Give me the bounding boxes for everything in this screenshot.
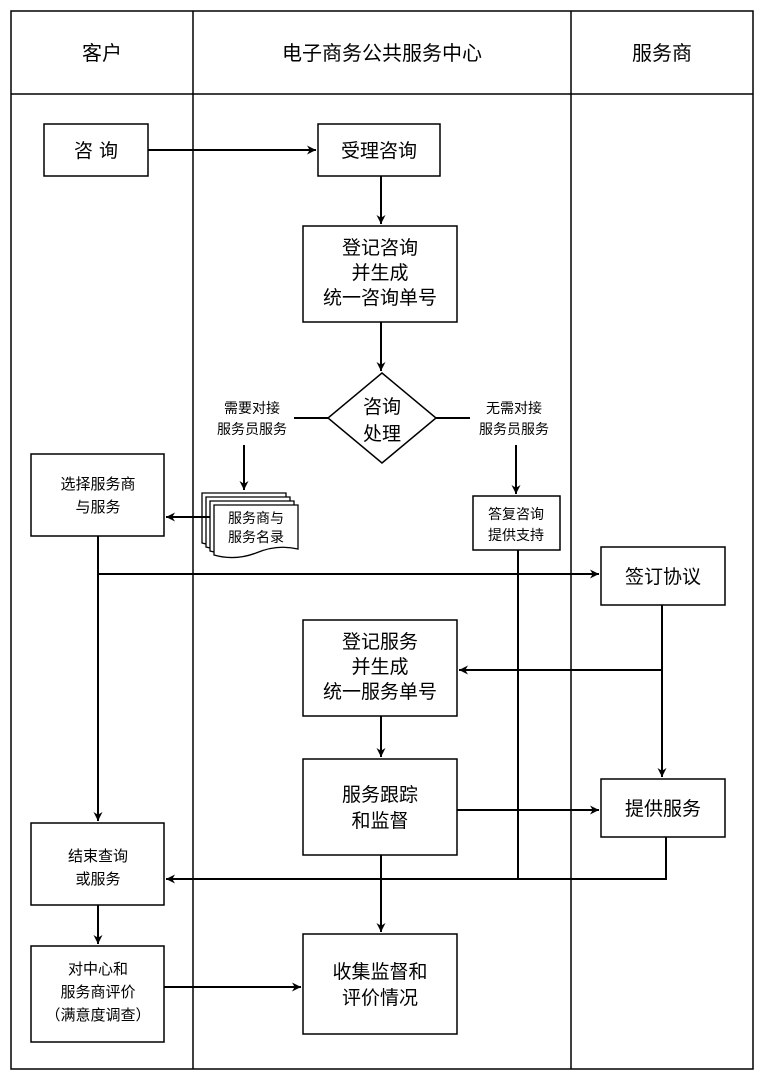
register-consult-box — [302, 225, 458, 323]
end-query-line-1: 结束查询 — [68, 847, 128, 865]
need-connect-line-2: 服务员服务 — [217, 422, 287, 438]
evaluate-line-3: （满意度调查） — [45, 1006, 150, 1024]
accept-consult-label: 受理咨询 — [341, 140, 417, 162]
reply-consult-line-2: 提供支持 — [488, 528, 544, 544]
swimlane-frame — [10, 10, 754, 1070]
reply-consult-line-1: 答复咨询 — [488, 506, 544, 523]
process-consult-line-1: 咨询 — [363, 396, 401, 418]
no-need-connect-line-1: 无需对接 — [486, 400, 542, 417]
choose-provider-line-1: 选择服务商 — [60, 475, 135, 493]
lane-header-center: 电子商务公共服务中心 — [282, 41, 482, 65]
service-tracking-line-2: 和监督 — [351, 810, 408, 832]
lane-header-customer: 客户 — [82, 41, 122, 65]
service-tracking-box — [302, 758, 458, 856]
collect-line-2: 评价情况 — [342, 987, 418, 1009]
provide-service-box — [600, 778, 726, 838]
evaluate-box — [30, 945, 165, 1043]
sign-agreement-box — [600, 546, 726, 606]
provider-list-line-1: 服务商与 — [228, 511, 284, 527]
accept-consult-box — [317, 123, 441, 177]
register-service-line-2: 并生成 — [351, 656, 408, 678]
connectors — [93, 145, 667, 992]
consult-label: 咨 询 — [74, 140, 118, 162]
need-connect-line-1: 需要对接 — [224, 400, 280, 417]
consult-box — [43, 123, 149, 177]
process-consult-line-2: 处理 — [363, 423, 401, 445]
choose-provider-line-2: 与服务 — [75, 498, 120, 516]
no-need-connect-line-2: 服务员服务 — [479, 422, 549, 438]
end-query-line-2: 或服务 — [75, 870, 120, 888]
register-service-line-3: 统一服务单号 — [323, 681, 437, 703]
register-consult-line-2: 并生成 — [351, 262, 408, 284]
sign-agreement-label: 签订协议 — [625, 566, 701, 588]
register-consult-line-1: 登记咨询 — [342, 237, 418, 259]
reply-consult-box — [472, 495, 561, 551]
register-service-line-1: 登记服务 — [342, 631, 418, 653]
lane-header-provider: 服务商 — [632, 41, 692, 65]
provider-list-document — [201, 492, 299, 559]
provider-list-line-2: 服务名录 — [228, 530, 284, 546]
evaluate-line-2: 服务商评价 — [60, 983, 135, 1001]
provide-service-label: 提供服务 — [625, 798, 701, 820]
collect-box — [302, 933, 458, 1035]
choose-provider-box — [30, 453, 165, 537]
service-tracking-line-1: 服务跟踪 — [342, 784, 418, 806]
register-consult-line-3: 统一咨询单号 — [323, 287, 437, 309]
evaluate-line-1: 对中心和 — [68, 960, 128, 978]
process-consult-diamond — [326, 372, 438, 464]
collect-line-1: 收集监督和 — [332, 961, 427, 983]
